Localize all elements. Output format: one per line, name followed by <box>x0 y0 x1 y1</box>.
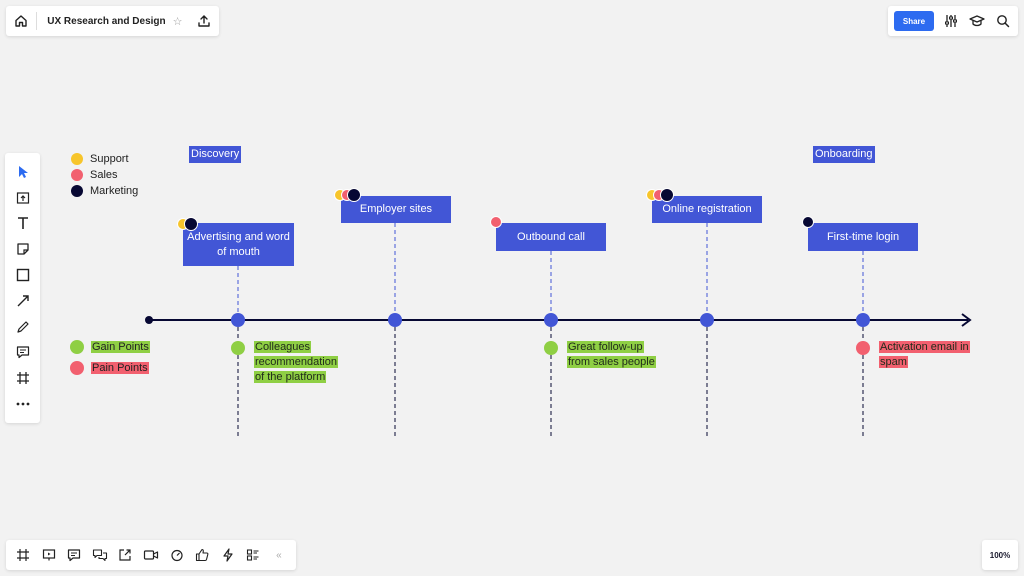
zoom-level[interactable]: 100% <box>982 540 1018 570</box>
gain-note[interactable]: Colleagues recommendation of the platfor… <box>254 340 346 385</box>
lightning-icon[interactable] <box>219 546 237 564</box>
marketing-dot-icon <box>347 188 361 202</box>
frame-icon[interactable] <box>13 368 33 388</box>
frames-icon[interactable] <box>14 546 32 564</box>
legend-item-pain-points: Pain Points <box>70 361 149 375</box>
touchpoint-card[interactable]: Advertising and word of mouth <box>183 223 294 266</box>
stage-label-discovery[interactable]: Discovery <box>189 146 242 163</box>
legend-item-marketing: Marketing <box>71 185 138 197</box>
touchpoint-node-2 <box>388 313 402 327</box>
board-header: UX Research and Design ☆ <box>6 6 219 36</box>
select-cursor-icon[interactable] <box>13 162 33 182</box>
marketing-dot-icon <box>802 216 814 228</box>
legend-item-gain-points: Gain Points <box>70 340 150 354</box>
touchpoint-card[interactable]: Employer sites <box>341 196 451 223</box>
rectangle-icon[interactable] <box>13 265 33 285</box>
touchpoint-card[interactable]: Outbound call <box>496 223 606 251</box>
arrow-line-icon[interactable] <box>13 291 33 311</box>
marketing-dot-icon <box>660 188 674 202</box>
gain-note[interactable]: Great follow-up from sales people <box>567 340 663 370</box>
card-list-icon[interactable] <box>244 546 262 564</box>
sales-dot-icon <box>490 216 502 228</box>
thumbs-up-icon[interactable] <box>193 546 211 564</box>
stage-label-onboarding[interactable]: Onboarding <box>813 146 875 163</box>
pain-dot-icon <box>856 341 870 355</box>
share-button[interactable]: Share <box>894 11 934 31</box>
touchpoint-card[interactable]: First-time login <box>808 223 918 251</box>
home-icon[interactable] <box>14 12 28 30</box>
text-icon[interactable] <box>13 213 33 233</box>
chat-icon[interactable] <box>91 546 109 564</box>
timeline-arrowhead <box>961 313 972 327</box>
more-icon[interactable] <box>13 394 33 414</box>
touchpoint-node-3 <box>544 313 558 327</box>
pain-note[interactable]: Activation email in spam <box>879 340 977 370</box>
touchpoint-card[interactable]: Online registration <box>652 196 762 223</box>
board-title[interactable]: UX Research and Design <box>47 15 166 27</box>
pen-icon[interactable] <box>13 317 33 337</box>
gain-dot-icon <box>70 340 84 354</box>
graduation-cap-icon[interactable] <box>968 12 986 30</box>
legend-label: Pain Points <box>91 362 149 374</box>
touchpoint-node-4 <box>700 313 714 327</box>
pain-dot-icon <box>70 361 84 375</box>
upload-icon[interactable] <box>197 12 211 30</box>
legend-label: Support <box>90 153 129 165</box>
legend-label: Gain Points <box>91 341 150 353</box>
legend-item-sales: Sales <box>71 169 118 181</box>
note-text: Activation email in spam <box>879 341 970 368</box>
sales-dot-icon <box>71 169 83 181</box>
upload-frame-icon[interactable] <box>13 188 33 208</box>
note-text: Great follow-up from sales people <box>567 341 656 368</box>
presentation-icon[interactable] <box>40 546 58 564</box>
search-icon[interactable] <box>994 12 1012 30</box>
legend-label: Marketing <box>90 185 139 197</box>
legend-item-support: Support <box>71 153 129 165</box>
share-screen-icon[interactable] <box>116 546 134 564</box>
bottom-toolbar: « <box>6 540 296 570</box>
legend-label: Sales <box>90 169 118 181</box>
comment-icon[interactable] <box>65 546 83 564</box>
timer-icon[interactable] <box>168 546 186 564</box>
left-toolbar <box>5 153 40 423</box>
collapse-chevron-icon[interactable]: « <box>276 549 282 561</box>
touchpoint-node-5 <box>856 313 870 327</box>
star-icon[interactable]: ☆ <box>172 15 183 28</box>
comment-icon[interactable] <box>13 342 33 362</box>
note-text: Colleagues recommendation of the platfor… <box>254 341 338 383</box>
top-right-toolbar: Share <box>888 6 1018 36</box>
touchpoint-node-1 <box>231 313 245 327</box>
gain-dot-icon <box>231 341 245 355</box>
timeline-start <box>145 316 153 324</box>
marketing-dot-icon <box>71 185 83 197</box>
video-icon[interactable] <box>142 546 160 564</box>
gain-dot-icon <box>544 341 558 355</box>
divider <box>36 12 38 30</box>
settings-sliders-icon[interactable] <box>942 12 960 30</box>
marketing-dot-icon <box>184 217 198 231</box>
sticky-note-icon[interactable] <box>13 239 33 259</box>
support-dot-icon <box>71 153 83 165</box>
